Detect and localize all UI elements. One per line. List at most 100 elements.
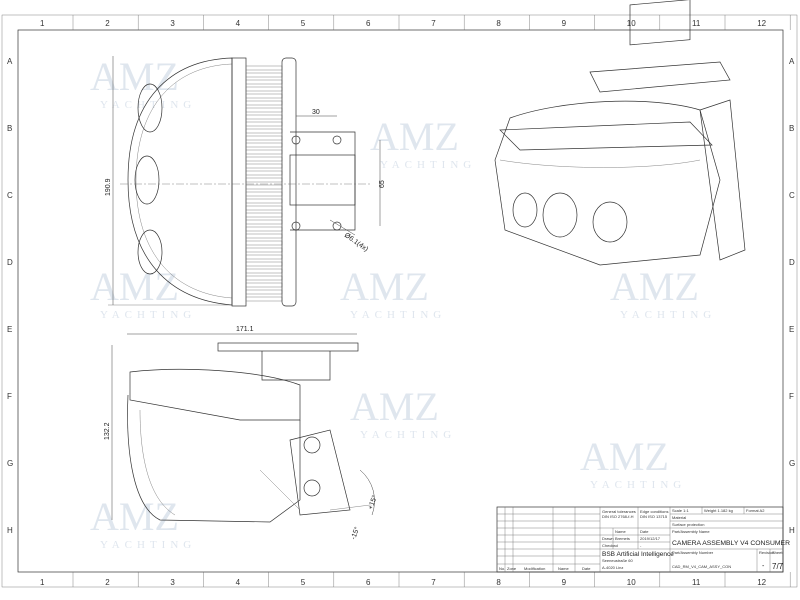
heatsink-fin xyxy=(245,184,283,190)
rev-col-zone: Zone xyxy=(507,566,517,571)
revision-label: Revision xyxy=(759,550,774,555)
checked-label: Checked xyxy=(602,543,618,548)
column-label: 12 xyxy=(757,19,766,28)
dim-30: 30 xyxy=(312,109,320,116)
column-label: 7 xyxy=(431,19,436,28)
heatsink-fin xyxy=(245,93,283,99)
column-label: 7 xyxy=(431,578,436,587)
column-label: 8 xyxy=(496,19,501,28)
heatsink-fin xyxy=(245,163,283,169)
dim-190: 190.9 xyxy=(105,178,112,196)
watermark-tagline: YACHTING xyxy=(620,309,716,321)
heatsink-fin xyxy=(245,261,283,267)
heatsink-fin xyxy=(245,177,283,183)
heatsink-fin xyxy=(245,114,283,120)
part-name: CAMERA ASSEMBLY V4 CONSUMER xyxy=(672,540,790,547)
watermark-logo: AMZ xyxy=(340,264,429,309)
heatsink-fin xyxy=(245,65,283,71)
column-label: 4 xyxy=(236,578,241,587)
dim-171: 171.1 xyxy=(236,326,254,333)
format: Format A2 xyxy=(746,508,765,513)
outer-frame xyxy=(1,14,798,588)
sheet-label: Sheet xyxy=(772,550,783,555)
part-number-label: Part/Assembly Number xyxy=(672,550,714,555)
dim-angle-pos: +15° xyxy=(366,494,379,511)
heatsink-fin xyxy=(245,79,283,85)
watermark-logo: AMZ xyxy=(370,114,459,159)
rev-col-date: Date xyxy=(582,566,591,571)
inner-frame xyxy=(17,29,784,573)
rev-col-modification: Modification xyxy=(524,566,545,571)
watermark-logo: AMZ xyxy=(350,384,439,429)
row-label: D xyxy=(789,258,795,267)
heatsink-fin xyxy=(245,128,283,134)
material: Material xyxy=(672,515,686,520)
date-header: Date xyxy=(640,529,649,534)
heatsink-fin xyxy=(245,100,283,106)
column-label: 2 xyxy=(105,19,110,28)
drawn-name: Bremets xyxy=(615,536,630,541)
heatsink-fin xyxy=(245,289,283,295)
heatsink-fin xyxy=(245,205,283,211)
heatsink-fin xyxy=(245,156,283,162)
column-label: 4 xyxy=(236,19,241,28)
part-number: CAD_RM_V4_CAM_ASSY_CON xyxy=(672,564,731,569)
heatsink-fin xyxy=(245,254,283,260)
heatsink-fin xyxy=(245,233,283,239)
column-label: 3 xyxy=(170,19,175,28)
column-label: 12 xyxy=(757,578,766,587)
row-label: H xyxy=(789,526,795,535)
company-name: BSB Artificial Intelligence xyxy=(602,551,674,558)
column-label: 9 xyxy=(562,578,567,587)
company-address-2: A-4020 Linz xyxy=(602,565,623,570)
edge-conditions: Edge conditions xyxy=(640,509,668,514)
row-label: E xyxy=(789,325,794,334)
heatsink-fin xyxy=(245,212,283,218)
rev-col-name: Name xyxy=(558,566,569,571)
heatsink-fin xyxy=(245,219,283,225)
watermark-tagline: YACHTING xyxy=(350,309,446,321)
title-block: General tolerances DIN ISO 2768-f-H Edge… xyxy=(496,506,790,573)
sheet-number: 7/7 xyxy=(772,562,784,571)
top-view xyxy=(120,57,370,307)
column-label: 10 xyxy=(627,19,636,28)
watermark-tagline: YACHTING xyxy=(100,309,196,321)
column-label: 2 xyxy=(105,578,110,587)
watermark-logo: AMZ xyxy=(90,264,179,309)
column-label: 10 xyxy=(627,578,636,587)
checked-date: - xyxy=(640,543,642,548)
general-tolerances: General tolerances xyxy=(602,509,636,514)
column-label: 1 xyxy=(40,578,45,587)
watermark-tagline: YACHTING xyxy=(590,479,686,491)
rev-col-no: No. xyxy=(499,566,505,571)
watermark-logo: AMZ xyxy=(90,54,179,99)
heatsink-fin xyxy=(245,247,283,253)
heatsink-fin xyxy=(245,107,283,113)
drawn-date: 2019/12/17 xyxy=(640,536,661,541)
watermark-logo: AMZ xyxy=(90,494,179,539)
name-header: Name xyxy=(615,529,626,534)
heatsink-fin xyxy=(245,198,283,204)
dim-angle-neg: -15° xyxy=(349,526,361,541)
row-label: C xyxy=(789,191,795,200)
heatsink-fin xyxy=(245,275,283,281)
row-label: A xyxy=(789,57,795,66)
row-label: B xyxy=(789,124,794,133)
heatsink-fin xyxy=(245,86,283,92)
row-label: F xyxy=(7,392,12,401)
heatsink-fin xyxy=(245,226,283,232)
dim-132: 132.2 xyxy=(104,422,111,440)
dim-65: 65 xyxy=(379,180,386,188)
heatsink-fin xyxy=(245,72,283,78)
row-label: B xyxy=(7,124,12,133)
edge-conditions-std: DIN ISO 13715 xyxy=(640,514,668,519)
watermark-logo: AMZ xyxy=(580,434,669,479)
column-label: 11 xyxy=(692,19,701,28)
heatsink-fin xyxy=(245,268,283,274)
column-label: 3 xyxy=(170,578,175,587)
column-label: 1 xyxy=(40,19,45,28)
heatsink-fin xyxy=(245,121,283,127)
drawn-label: Drawn xyxy=(602,536,614,541)
